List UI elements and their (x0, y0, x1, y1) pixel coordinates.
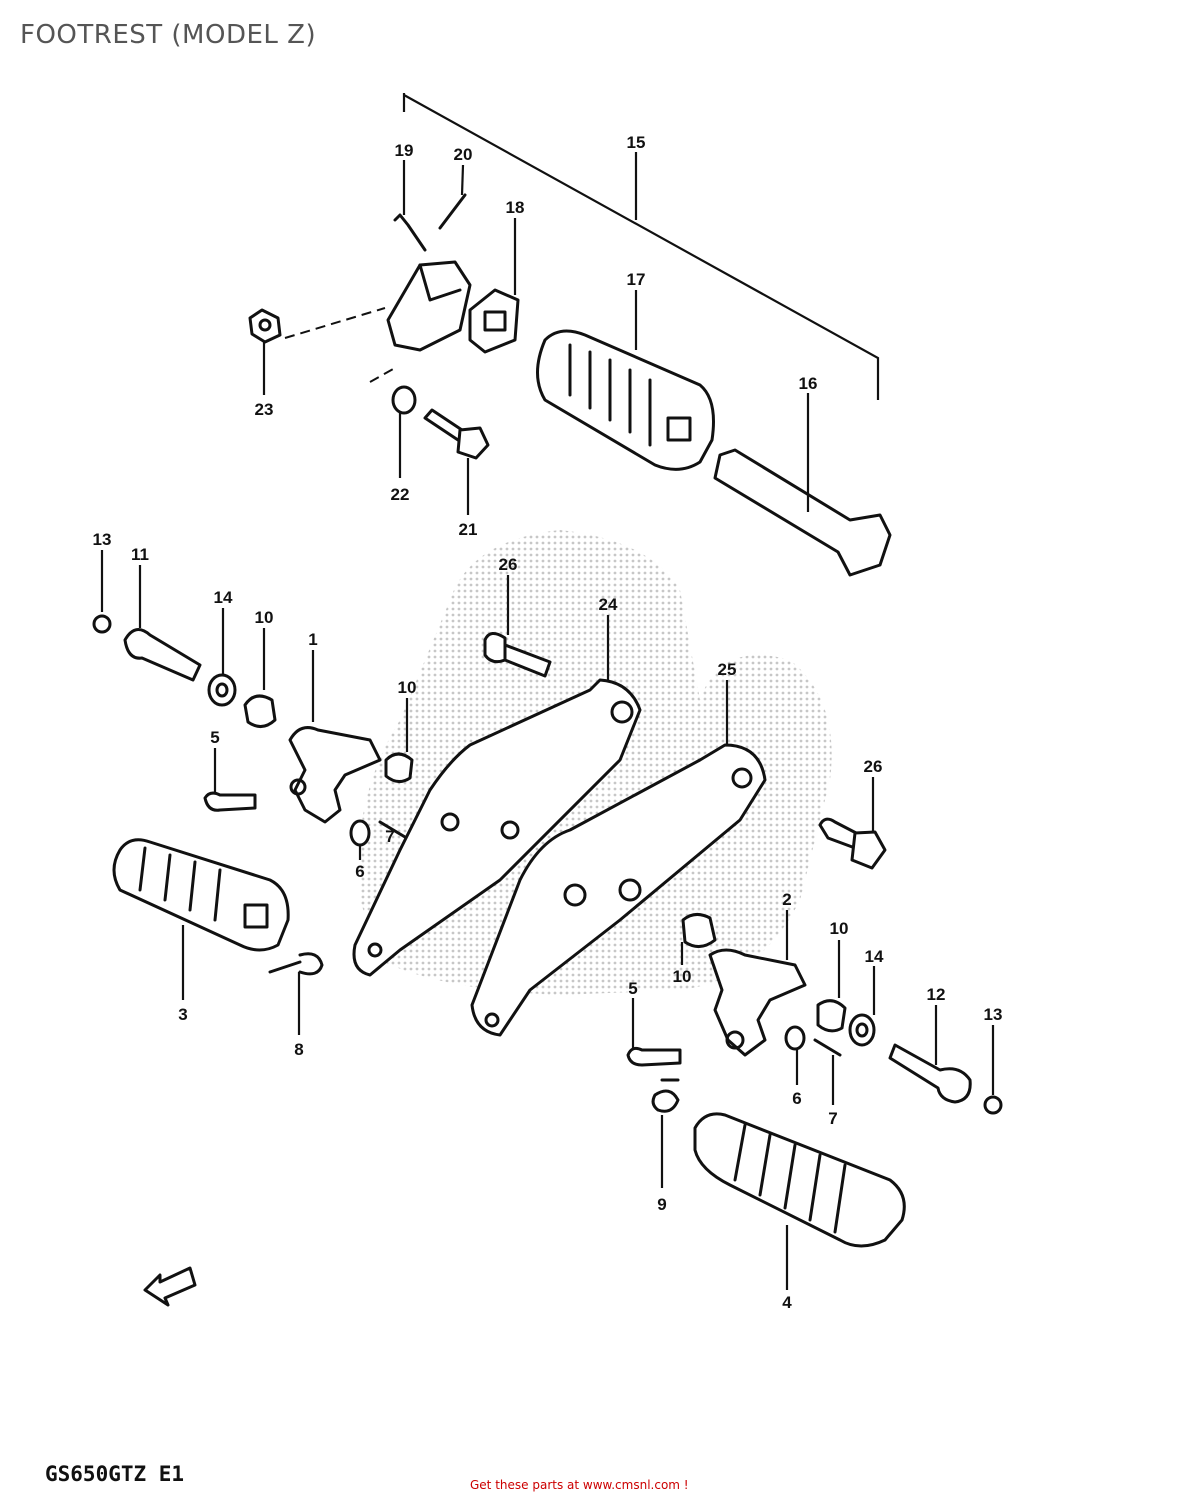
callout-6-right: 6 (792, 1089, 801, 1108)
part-14-washer-left (207, 673, 237, 707)
part-23-nut (248, 307, 386, 344)
callout-23: 23 (255, 400, 274, 419)
part-3-footrest-rubber-left (112, 838, 290, 952)
callout-11: 11 (131, 545, 149, 564)
part-21-bolt (423, 408, 490, 460)
callout-10-mid: 10 (398, 678, 417, 697)
callout-14-right: 14 (865, 947, 884, 966)
callout-10-right-b: 10 (673, 967, 692, 986)
part-8-clip (268, 952, 324, 976)
part-20-pin (438, 193, 467, 230)
callout-2: 2 (782, 890, 791, 909)
part-17-footrest-rubber (536, 329, 715, 471)
part-24-footrest-bracket (352, 678, 642, 977)
part-1-footrest-holder (288, 726, 382, 824)
callout-25: 25 (718, 660, 737, 679)
callout-8: 8 (294, 1040, 303, 1059)
callout-26-right: 26 (864, 757, 883, 776)
part-10-bushing-mid (384, 752, 414, 783)
callout-12: 12 (927, 985, 946, 1004)
callout-24: 24 (599, 595, 618, 614)
front-arrow-icon (143, 1266, 197, 1307)
callout-10-right-a: 10 (830, 919, 849, 938)
part-bracket (386, 260, 472, 352)
callout-9: 9 (657, 1195, 666, 1214)
part-14-washer-right (848, 1013, 876, 1047)
callout-10-left: 10 (255, 608, 274, 627)
part-2-footrest-holder (708, 948, 807, 1057)
callout-15: 15 (627, 133, 646, 152)
part-16-footrest-shaft (713, 448, 892, 577)
callout-labels: 19 20 18 15 17 16 23 22 21 13 11 14 10 1… (93, 133, 1003, 1312)
part-5-pin-right (626, 1046, 682, 1067)
callout-17: 17 (627, 270, 646, 289)
callout-5-left: 5 (210, 728, 219, 747)
callout-14-left: 14 (214, 588, 233, 607)
callout-7-left: 7 (385, 827, 394, 846)
callout-7-right: 7 (828, 1109, 837, 1128)
callout-20: 20 (454, 145, 473, 164)
callout-22: 22 (391, 485, 410, 504)
callout-1: 1 (308, 630, 317, 649)
part-9-clip (651, 1078, 680, 1113)
part-4-footrest-rubber-right (693, 1112, 906, 1248)
part-6-washer-left (349, 819, 371, 847)
part-26-bolt-top (483, 632, 552, 678)
part-10-bushing-right-a (681, 913, 717, 948)
callout-4: 4 (782, 1293, 792, 1312)
part-26-bolt-right (818, 817, 887, 870)
part-10-bushing-right-b (816, 999, 847, 1033)
part-7-cotter-right (813, 1038, 842, 1057)
part-22-washer (369, 367, 417, 415)
part-12-shaft (888, 1043, 972, 1104)
page-title: FOOTREST (MODEL Z) (20, 20, 317, 50)
part-6-washer-right (784, 1025, 806, 1051)
part-11-shaft (123, 628, 202, 682)
bracket-assembly-frame (402, 93, 880, 400)
callout-13-left: 13 (93, 530, 112, 549)
part-25-footrest-bracket (470, 743, 767, 1037)
callout-16: 16 (799, 374, 818, 393)
part-5-pin-left (203, 791, 257, 812)
callout-19: 19 (395, 141, 414, 160)
part-10-bushing-left (243, 694, 277, 728)
footer-parts-link[interactable]: Get these parts at www.cmsnl.com ! (470, 1478, 689, 1492)
part-19-bolt (393, 213, 427, 252)
leader-lines (100, 152, 995, 1290)
callout-5-right: 5 (628, 979, 637, 998)
callout-6-left: 6 (355, 862, 364, 881)
callout-21: 21 (459, 520, 478, 539)
callout-26-top: 26 (499, 555, 518, 574)
part-13-nut-left (92, 614, 112, 634)
callout-3: 3 (178, 1005, 187, 1024)
callout-18: 18 (506, 198, 525, 217)
part-13-nut-right (983, 1095, 1003, 1115)
callout-13-right: 13 (984, 1005, 1003, 1024)
model-code: GS650GTZ E1 (45, 1462, 185, 1486)
part-18-plate (468, 288, 520, 354)
